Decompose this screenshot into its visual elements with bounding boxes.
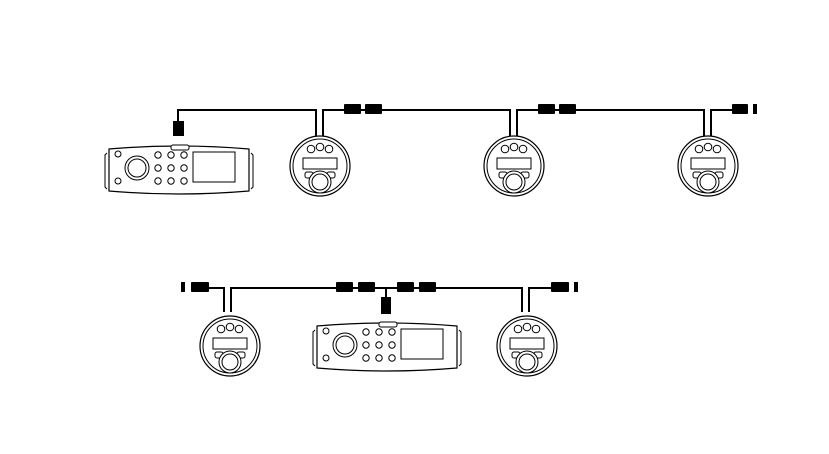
connector xyxy=(397,282,414,292)
connector-stub xyxy=(181,282,185,292)
remote-3 xyxy=(677,135,739,197)
head-unit-2 xyxy=(312,321,462,372)
cable-in-to-remote4 xyxy=(209,287,225,312)
head-unit-1 xyxy=(104,144,254,195)
connector-stub xyxy=(574,282,578,292)
remote-1 xyxy=(289,135,351,197)
remote-4 xyxy=(199,315,261,377)
cable-headunit2-to-remote5 xyxy=(414,287,523,312)
cable-headunit-to-remote1 xyxy=(177,109,317,136)
connector xyxy=(419,282,436,292)
connector-headunit-2 xyxy=(381,297,391,314)
connector xyxy=(336,282,353,292)
connector-stub xyxy=(753,104,757,114)
remote-2 xyxy=(483,135,545,197)
cable-headunit2-tee xyxy=(375,287,397,298)
connector xyxy=(559,104,576,114)
connector xyxy=(551,282,569,292)
connector xyxy=(191,282,209,292)
connector-headunit-1 xyxy=(173,121,184,136)
cable-remote4-to-headunit2 xyxy=(230,287,358,312)
connector xyxy=(365,104,382,114)
cable-remote5-out xyxy=(528,287,551,312)
connector xyxy=(732,104,748,114)
diagram-bottom xyxy=(181,282,578,377)
connector xyxy=(358,282,375,292)
connector xyxy=(538,104,555,114)
diagram-top xyxy=(104,104,757,197)
remote-5 xyxy=(496,315,558,377)
connector xyxy=(344,104,361,114)
cable-remote3-out xyxy=(710,109,732,136)
